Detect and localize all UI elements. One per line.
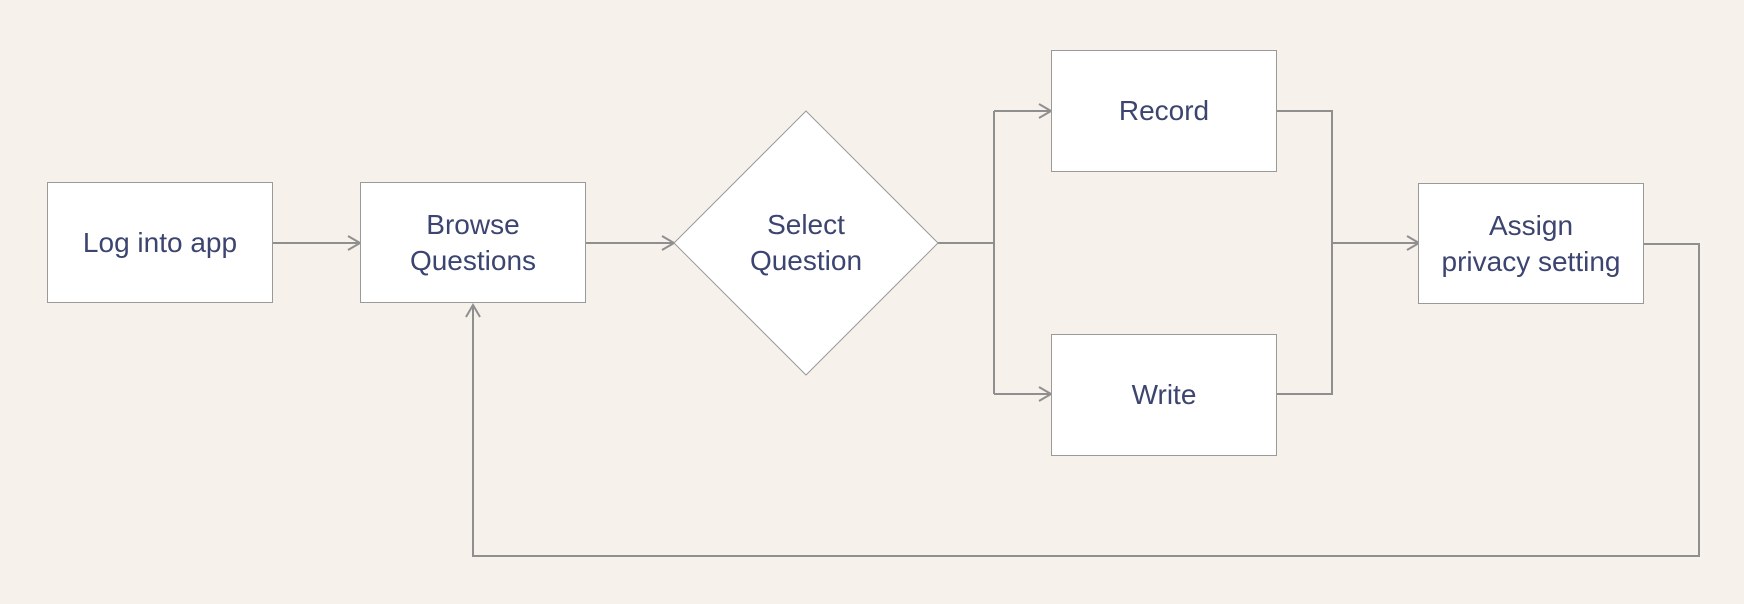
node-browse-questions-line1: Browse — [426, 208, 520, 240]
connector-record-to-merge — [1277, 110, 1333, 243]
node-select-question[interactable]: Select Question — [674, 111, 938, 375]
connector-write-to-merge — [1277, 243, 1333, 395]
node-browse-questions-line2: Questions — [409, 244, 537, 276]
node-record-label: Record — [1118, 95, 1210, 126]
decision-diamond-shape — [673, 110, 939, 376]
node-assign-privacy-setting-line2: privacy setting — [1441, 245, 1621, 277]
node-log-into-app[interactable]: Log into app — [47, 182, 273, 303]
node-select-question-text: Select Question — [674, 111, 938, 375]
connector-privacy-loop-back — [472, 243, 1700, 557]
node-select-question-line2: Question — [749, 245, 863, 276]
node-write[interactable]: Write — [1051, 334, 1277, 456]
node-log-into-app-label: Log into app — [82, 226, 238, 258]
node-record[interactable]: Record — [1051, 50, 1277, 172]
node-assign-privacy-setting-line1: Assign — [1488, 209, 1574, 241]
node-select-question-line1: Select — [767, 209, 845, 240]
node-browse-questions[interactable]: Browse Questions — [360, 182, 586, 303]
node-write-label: Write — [1131, 379, 1197, 410]
arrowhead-loop-to-browse — [465, 303, 481, 318]
node-assign-privacy-setting[interactable]: Assign privacy setting — [1418, 183, 1644, 304]
